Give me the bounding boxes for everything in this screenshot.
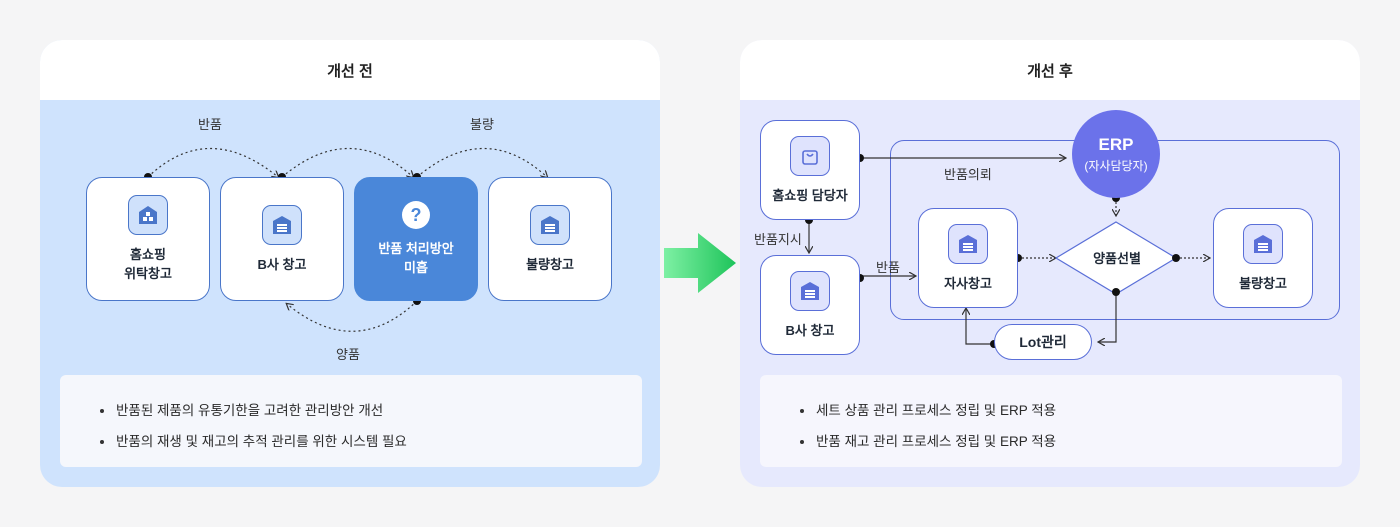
b-company-warehouse-card: B사 창고 [760,255,860,355]
defect-warehouse-card: 불량창고 [1213,208,1313,308]
flow-label-good: 양품 [336,347,360,362]
homeshopping-warehouse-card: 홈쇼핑 위탁창고 [86,177,210,301]
after-notes: 세트 상품 관리 프로세스 정립 및 ERP 적용 반품 재고 관리 프로세스 … [760,375,1342,467]
before-notes: 반품된 제품의 유통기한을 고려한 관리방안 개선 반품의 재생 및 재고의 추… [60,375,642,467]
shopping-bag-icon [790,135,830,176]
after-panel: 개선 후 반품의뢰 반품지시 반품 홈쇼핑 담당자 [740,40,1360,487]
warehouse-icon [262,204,302,245]
own-warehouse-card: 자사창고 [918,208,1018,308]
flow-label-defect: 불량 [470,117,494,132]
before-title: 개선 전 [40,40,660,100]
flow-label-return-request: 반품의뢰 [944,167,992,182]
unresolved-return-card: ? 반품 처리방안 미흡 [354,177,478,301]
warehouse-icon [530,204,570,245]
after-title: 개선 후 [740,40,1360,100]
warehouse-icon [948,223,988,264]
b-company-warehouse-label: B사 창고 [257,256,307,272]
note-item: 반품의 재생 및 재고의 추적 관리를 위한 시스템 필요 [100,426,642,457]
after-connectors [805,154,1360,348]
warehouse-icon [1243,223,1283,264]
note-item: 반품 재고 관리 프로세스 정립 및 ERP 적용 [800,426,1342,457]
question-icon: ? [402,201,430,229]
flow-line-return [859,276,916,278]
flow-line-lot-to-own [966,308,994,345]
warehouse-icon [790,270,830,311]
defect-warehouse-label: 불량창고 [1239,275,1287,291]
flow-line-return-1 [147,148,278,178]
erp-node: ERP (자사담당자) [1072,110,1160,198]
note-item: 세트 상품 관리 프로세스 정립 및 ERP 적용 [800,395,1342,426]
flow-line-good [287,300,418,332]
note-item: 반품된 제품의 유통기한을 고려한 관리방안 개선 [100,395,642,426]
flow-line-return-2 [281,148,413,178]
flow-line-defect [416,148,547,178]
decision-label: 양품선별 [1093,251,1141,266]
flow-label-return-instruction: 반품지시 [754,232,802,247]
before-panel: 개선 전 반품 불량 양품 홈쇼핑 위탁창고 B사 창고 ? 반품 처리방안 미… [40,40,660,487]
homeshopping-warehouse-label: 홈쇼핑 위탁창고 [124,247,172,281]
defect-warehouse-card: 불량창고 [488,177,612,301]
flow-label-return: 반품 [876,260,900,275]
warehouse-icon [128,195,168,235]
defect-warehouse-label: 불량창고 [526,256,574,272]
flow-line-decision-to-lot [1098,292,1117,342]
transition-arrow-icon [664,233,736,293]
unresolved-return-label: 반품 처리방안 미흡 [378,241,454,275]
erp-subtitle: (자사담당자) [1084,158,1148,173]
erp-title: ERP [1098,134,1134,154]
b-company-warehouse-label: B사 창고 [785,322,835,338]
homeshopping-manager-card: 홈쇼핑 담당자 [760,120,860,220]
flow-label-return: 반품 [198,117,222,132]
own-warehouse-label: 자사창고 [944,275,992,291]
b-company-warehouse-card: B사 창고 [220,177,344,301]
lot-management-node: Lot관리 [994,324,1092,360]
homeshopping-manager-label: 홈쇼핑 담당자 [772,187,848,203]
